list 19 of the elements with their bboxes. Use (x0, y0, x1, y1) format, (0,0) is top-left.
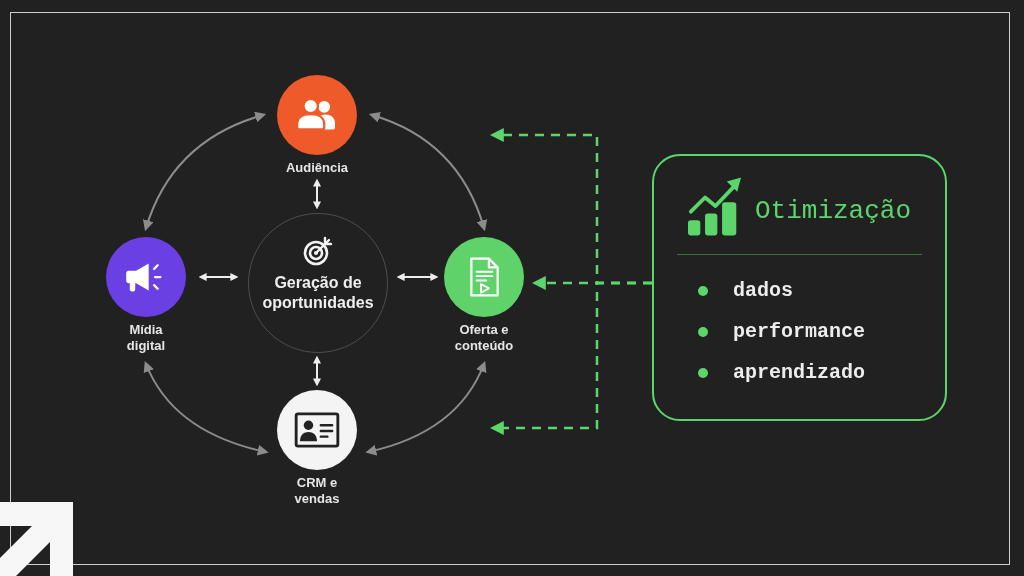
node-label: Oferta e conteúdo (453, 322, 515, 354)
panel-title: Otimização (754, 195, 911, 226)
node-label: CRM e vendas (293, 475, 341, 507)
curved-double-arrow (143, 112, 267, 232)
double-arrow (198, 273, 239, 281)
node-label: Geração de oportunidades (261, 273, 375, 313)
list-item: performance (733, 320, 866, 344)
list-item: dados (733, 279, 793, 303)
curved-double-arrow (365, 360, 486, 456)
double-arrow (313, 178, 321, 210)
curved-double-arrow (368, 112, 487, 232)
panel-card (652, 154, 947, 421)
list-item: aprendizado (733, 361, 866, 385)
double-arrow (313, 355, 321, 387)
dashed-arrow (489, 281, 652, 435)
node-label: Audiência (285, 160, 349, 176)
double-arrow (396, 273, 439, 281)
curved-double-arrow (144, 361, 269, 456)
node-label: Mídia digital (125, 322, 167, 354)
